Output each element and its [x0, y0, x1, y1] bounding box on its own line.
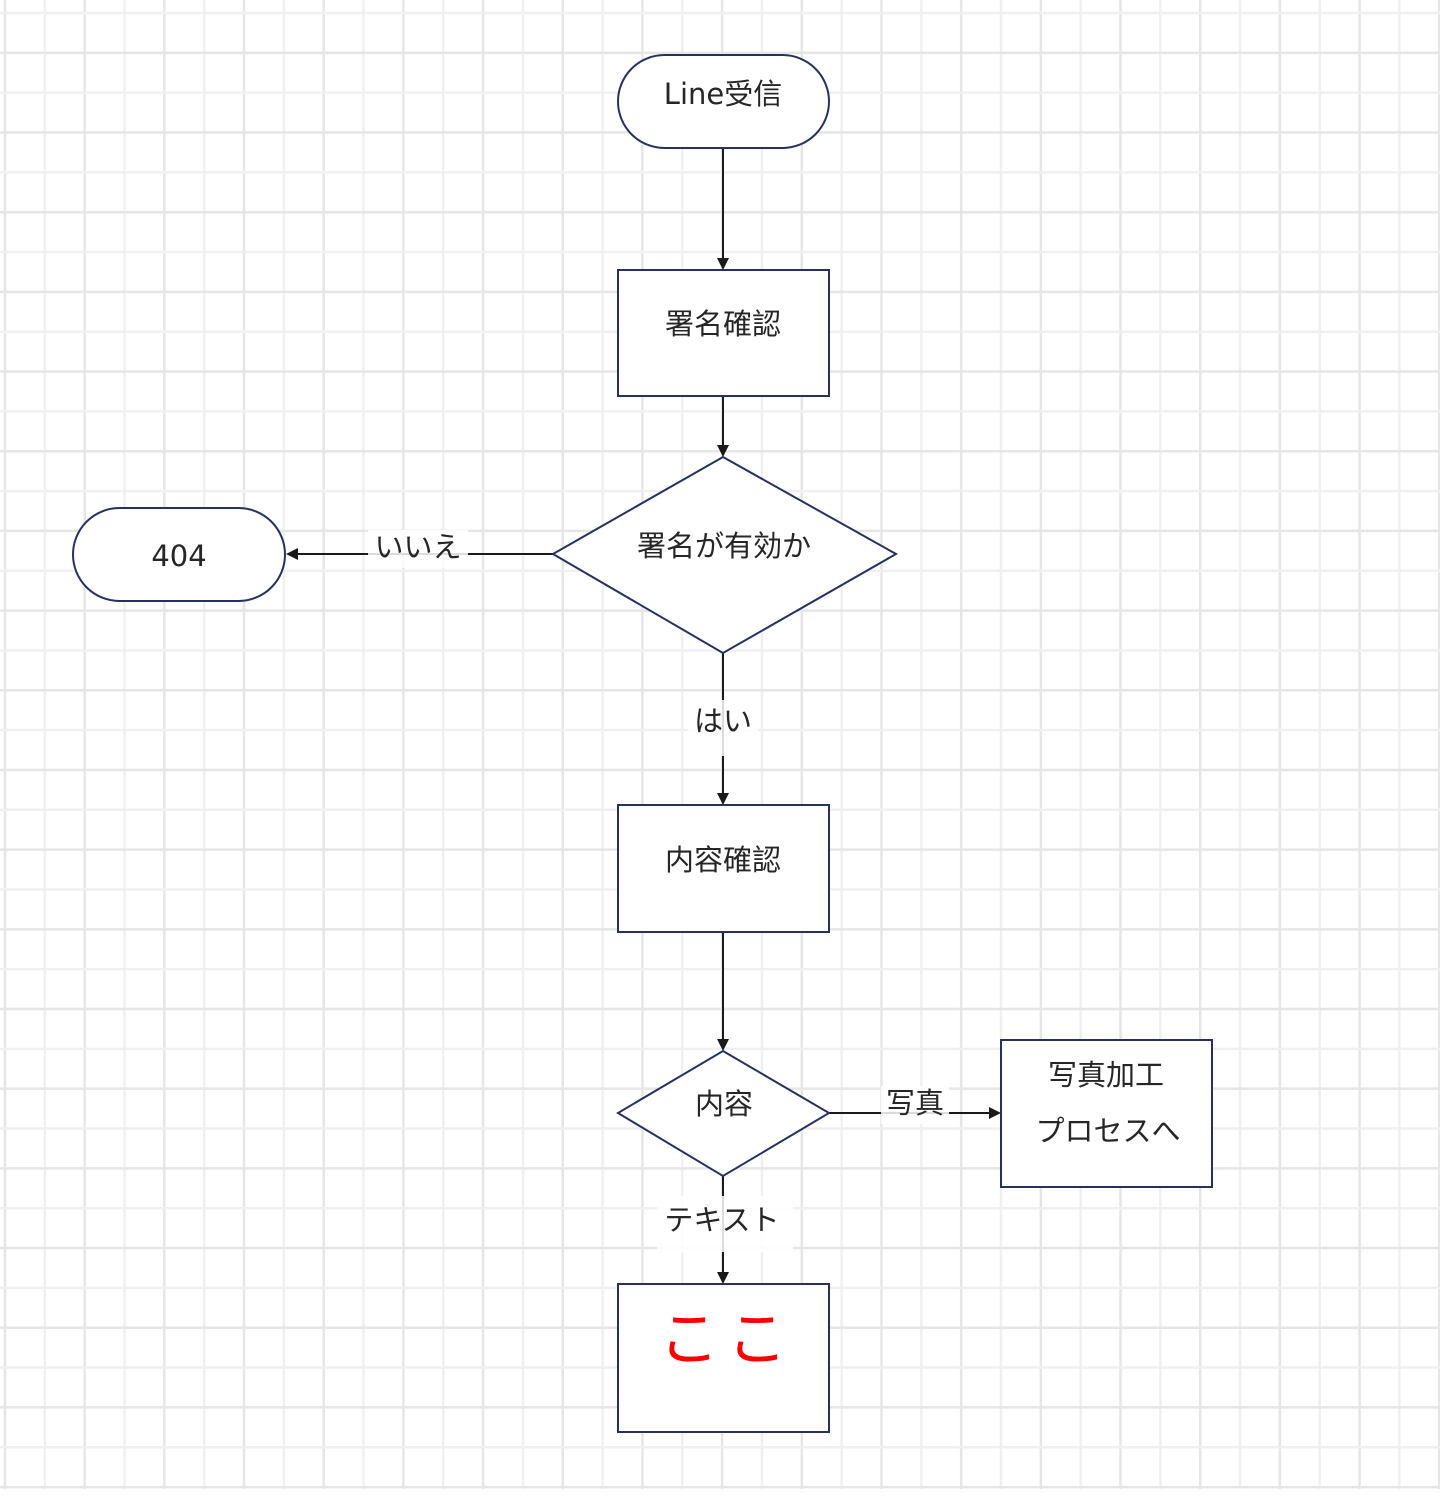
- nodes: Line受信 署名確認 署名が有効か 404 内容確認 内容 写真加工 プロセス…: [72, 54, 1213, 1433]
- node-signature-valid-label: 署名が有効か: [637, 529, 811, 563]
- node-photo-process-label-line-1: 写真加工: [1048, 1058, 1164, 1092]
- node-check-content[interactable]: 内容確認: [617, 804, 830, 933]
- edge-label-background: [657, 1196, 793, 1252]
- node-not-found-label: 404: [151, 539, 206, 573]
- node-content-type[interactable]: 内容: [616, 1049, 831, 1178]
- node-signature-valid[interactable]: 署名が有効か: [550, 455, 899, 655]
- arrowhead-icon: [717, 445, 729, 457]
- edges: いいえ はい 写真 テキスト: [286, 148, 1001, 1284]
- node-verify-signature[interactable]: 署名確認: [617, 269, 830, 397]
- arrowhead-icon: [989, 1107, 1001, 1119]
- node-start-label: Line受信: [664, 77, 782, 111]
- edge-label-no: いいえ: [374, 530, 461, 564]
- edge-label-background: [881, 1086, 949, 1124]
- decision-shape: [550, 455, 899, 655]
- process-shape: [617, 269, 830, 397]
- terminator-shape: [72, 507, 286, 602]
- terminator-shape: [617, 54, 830, 149]
- node-content-type-label: 内容: [695, 1087, 753, 1121]
- node-here[interactable]: ここ: [617, 1283, 830, 1433]
- node-here-label: ここ: [659, 1305, 795, 1375]
- arrowhead-icon: [717, 1039, 729, 1051]
- process-shape: [617, 1283, 830, 1433]
- edge-label-photo: 写真: [886, 1086, 944, 1120]
- node-check-content-label: 内容確認: [665, 843, 781, 877]
- arrowhead-icon: [286, 548, 298, 560]
- edge-label-yes: はい: [694, 704, 752, 738]
- decision-shape: [616, 1049, 831, 1178]
- node-photo-process-label-line-2: プロセスへ: [1035, 1114, 1180, 1148]
- node-start[interactable]: Line受信: [617, 54, 830, 149]
- edge-label-background: [368, 530, 468, 568]
- process-shape: [617, 804, 830, 933]
- edge-label-text: テキスト: [664, 1203, 779, 1237]
- edge-label-background: [688, 700, 758, 756]
- canvas-bottom-margin: [0, 1489, 1440, 1497]
- node-not-found[interactable]: 404: [72, 507, 286, 602]
- process-shape: [1000, 1039, 1213, 1188]
- arrowhead-icon: [717, 1272, 729, 1284]
- node-photo-process[interactable]: 写真加工 プロセスへ: [1000, 1039, 1213, 1188]
- arrowhead-icon: [717, 258, 729, 270]
- arrowhead-icon: [717, 793, 729, 805]
- node-verify-signature-label: 署名確認: [665, 307, 781, 341]
